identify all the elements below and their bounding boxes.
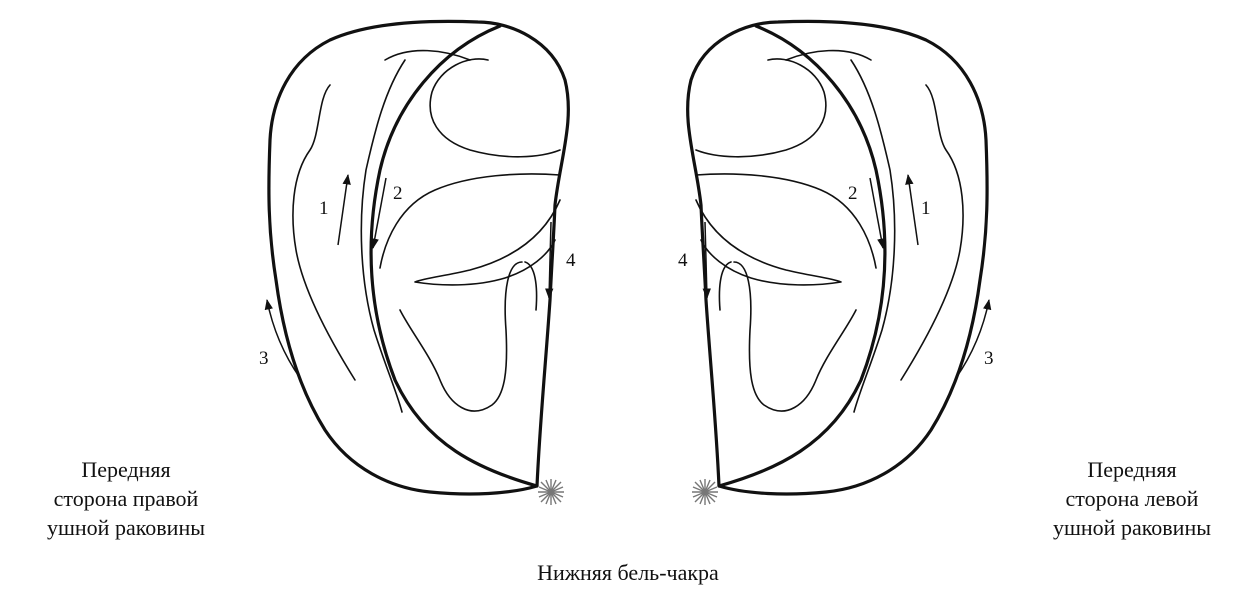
arrow-label-3-right: 3 (259, 348, 269, 369)
caption-right-ear-line-3: ушной раковины (2, 513, 250, 542)
arrow-label-4-right: 4 (566, 250, 576, 271)
chakra-point-left (692, 479, 718, 505)
caption-right-ear-line-1: Передняя (2, 455, 250, 484)
arrow-label-1-right: 1 (319, 198, 329, 219)
arrow-label-2-right: 2 (393, 183, 403, 204)
chakra-point-right (538, 479, 564, 505)
caption-right-ear-line-2: сторона правой (2, 484, 250, 513)
arrow-label-2-left: 2 (848, 183, 858, 204)
caption-left-ear-line-3: ушной раковины (1008, 513, 1256, 542)
caption-right-ear: Передняя сторона правой ушной раковины (2, 455, 250, 542)
left-ear: 1 2 3 4 (678, 21, 994, 505)
caption-chakra: Нижняя бель-чакра (428, 558, 828, 587)
arrow-label-3-left: 3 (984, 348, 994, 369)
arrow-label-1-left: 1 (921, 198, 931, 219)
arrow-label-4-left: 4 (678, 250, 688, 271)
caption-left-ear-line-2: сторона левой (1008, 484, 1256, 513)
caption-left-ear-line-1: Передняя (1008, 455, 1256, 484)
arrow-1-right (338, 175, 348, 245)
caption-left-ear: Передняя сторона левой ушной раковины (1008, 455, 1256, 542)
arrow-1-left (908, 175, 918, 245)
right-ear: 1 2 3 4 (259, 21, 576, 505)
